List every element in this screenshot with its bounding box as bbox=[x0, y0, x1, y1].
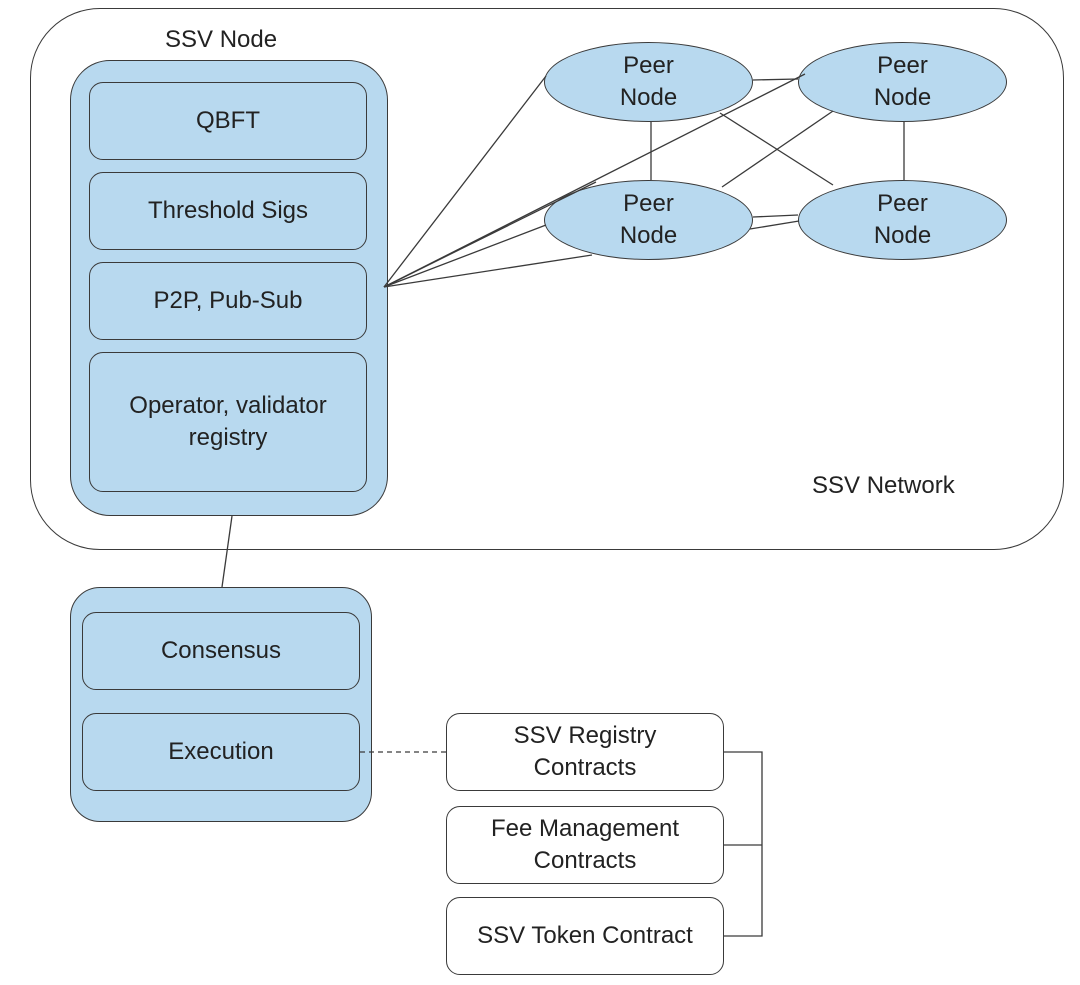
peer-node-bottom-right: Peer Node bbox=[798, 180, 1007, 260]
consensus-layer: Consensus bbox=[82, 612, 360, 690]
contracts-bracket bbox=[724, 751, 763, 937]
peer-node-top-left: Peer Node bbox=[544, 42, 753, 122]
p2p-pubsub-layer: P2P, Pub-Sub bbox=[89, 262, 367, 340]
threshold-sigs-layer: Threshold Sigs bbox=[89, 172, 367, 250]
qbft-layer: QBFT bbox=[89, 82, 367, 160]
registry-contracts-box: SSV Registry Contracts bbox=[446, 713, 724, 791]
ssv-network-label: SSV Network bbox=[812, 472, 955, 499]
execution-layer: Execution bbox=[82, 713, 360, 791]
peer-node-top-right: Peer Node bbox=[798, 42, 1007, 122]
peer-node-bottom-left: Peer Node bbox=[544, 180, 753, 260]
token-contract-box: SSV Token Contract bbox=[446, 897, 724, 975]
ssv-node-title: SSV Node bbox=[165, 26, 278, 53]
fee-management-contracts-box: Fee Management Contracts bbox=[446, 806, 724, 884]
operator-registry-layer: Operator, validator registry bbox=[89, 352, 367, 492]
